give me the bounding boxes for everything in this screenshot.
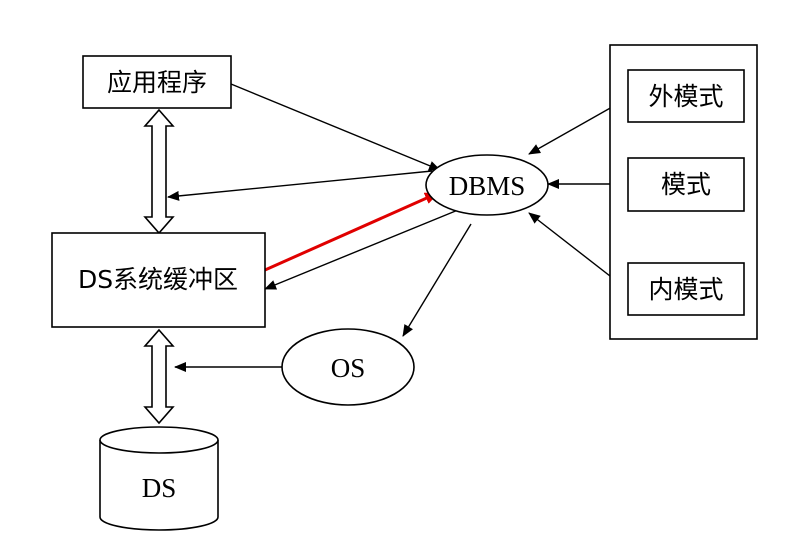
double-arrow-buffer-ds [143,328,175,425]
dbms-node: DBMS [425,154,549,216]
edge-app-to-dbms [230,83,441,171]
os-label: OS [331,353,366,383]
internal-schema-node: 内模式 [627,262,745,316]
schema-label: 模式 [661,170,711,199]
app-node: 应用程序 [82,55,232,109]
external-schema-label: 外模式 [648,82,723,111]
ds-node: DS [99,426,219,531]
edge-dbms-to-app-buffer-gap [167,170,433,201]
buffer-label: DS系统缓冲区 [78,265,238,294]
edge-dbms-to-os [402,223,472,337]
ds-label: DS [142,473,177,503]
edge-buffer-to-dbms [264,191,439,272]
schema-group: 外模式 模式 内模式 [609,44,758,340]
schema-node: 模式 [627,157,745,212]
os-node: OS [281,328,415,406]
buffer-node: DS系统缓冲区 [51,232,266,328]
app-label: 应用程序 [107,68,207,97]
internal-schema-label: 内模式 [648,275,723,304]
edge-dbms-to-buffer [264,209,459,290]
external-schema-node: 外模式 [627,69,745,123]
dbms-label: DBMS [449,171,526,201]
double-arrow-app-buffer [143,108,175,235]
